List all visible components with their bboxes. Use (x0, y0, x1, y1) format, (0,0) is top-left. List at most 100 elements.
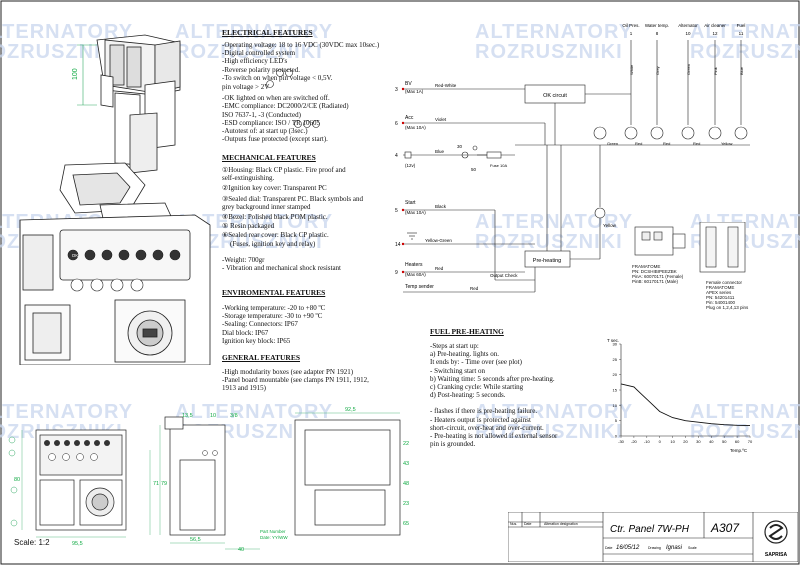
plot-y-tick-label: 10 (613, 403, 618, 408)
dim-top-c: 3/8 (230, 413, 238, 419)
sensor-name-alternator: Alternator (678, 23, 698, 28)
wire-color-temp-sender: Red (470, 286, 479, 291)
dim-100: 100 (72, 68, 79, 80)
input-sub-acc: (Max 10A) (405, 125, 426, 130)
electrical-line: -Digital controlled system (222, 49, 296, 58)
preheating-list: -Steps at start up: a) Pre-heating. ligh… (430, 342, 557, 448)
plot-x-tick-label: 0 (659, 439, 662, 444)
connector-right-specs: Female connector FRAMATOME APEX series P… (706, 280, 748, 310)
dim-side-depth: 56,5 (190, 537, 201, 543)
mechanical-line: self-extinguishing. (222, 174, 275, 183)
panel-isometric-view: OK 100 (19, 34, 211, 365)
drawing-date: 16/05/12 (616, 545, 640, 551)
mechanical-line: grey background inner stamped (222, 202, 311, 211)
sensor-pin-air: 12 (712, 31, 718, 36)
electrical-line: pin voltage > 2V (222, 83, 270, 92)
rev-header-alteration: Alteration designation (544, 522, 578, 526)
wire-color-start: Black (435, 204, 447, 209)
plot-y-tick-label: 0 (615, 434, 618, 439)
preheating-line (430, 399, 557, 407)
sensor-pin-oil: 1 (630, 31, 633, 36)
electrical-line: -Reverse polarity protected. (222, 65, 300, 74)
sensor-lamp-air: Red (693, 141, 700, 146)
mechanical-line: ④Bezel: Polished black POM plastic. (222, 213, 328, 222)
wire-color-ground: Yellow-Green (425, 238, 452, 243)
title-block: Nus. Date Alteration designation Ctr. Pa… (508, 512, 798, 562)
input-pin-start: 5 (395, 208, 398, 214)
oil-icon (276, 69, 284, 77)
connector-spec: PN: DCSHIBIPEEZBK (632, 269, 677, 274)
dim-width: 95,5 (72, 541, 83, 547)
input-name-start: Start (405, 200, 416, 206)
plot-x-tick-label: 60 (735, 439, 740, 444)
date-field-label: Date (605, 546, 612, 550)
input-pin-bv: 3 (395, 87, 398, 93)
yellow-lamp-label: Yellow (603, 223, 617, 228)
connector-spec: FRAMATOME (632, 264, 661, 269)
preheating-box-label: Pre-heating (533, 258, 561, 264)
drawn-by: Ignasi (666, 545, 683, 551)
drawing-field-label: Drawing (648, 546, 661, 550)
environmental-line: Dial block: IP67 (222, 328, 269, 337)
sensor-wire-water: Grey (655, 66, 660, 75)
plot-y-tick-label: 15 (613, 388, 618, 393)
glow-plug-icon (266, 80, 274, 88)
connector-spec: Plug on 1,2,4,13 pins (706, 305, 749, 310)
mechanical-line: ①Housing: Black CP plastic. Fire proof a… (222, 166, 346, 174)
general-list: -High modularity boxes (see adapter PN 1… (222, 368, 369, 393)
plot-x-tick-label: 30 (696, 439, 701, 444)
sensor-name-air: Air cleaner (704, 23, 726, 28)
electrical-line: -Outputs fuse protected (except start). (222, 135, 328, 144)
output-check-label: Output Check (490, 273, 518, 278)
connector-spec: PN: 54201411 (706, 295, 735, 300)
general-line: -Panel board mountable (see clamps PN 19… (222, 376, 369, 385)
date-code-label: Date: YY/WW (260, 535, 288, 540)
battery-icon (294, 120, 302, 128)
wire-color-bv: Red-White (435, 83, 457, 88)
general-title: GENERAL FEATURES (222, 353, 301, 362)
plot-series-line (620, 383, 751, 427)
fuse-label: Fuse 10A (490, 163, 507, 168)
connectors-graphic (634, 222, 746, 273)
input-name-heaters: Heaters (405, 262, 423, 268)
general-line: -High modularity boxes (see adapter PN 1… (222, 368, 354, 376)
input-name-battery: (12v) (405, 163, 416, 168)
mechanical-line: - Vibration and mechanical shock resista… (222, 264, 341, 273)
input-pin-ground: 14 (395, 242, 401, 248)
mechanical-line (222, 248, 363, 256)
plot-y-tick-label: 30 (613, 342, 618, 347)
mechanical-line: ③Sealed dial: Transparent PC. Black symb… (222, 194, 364, 203)
connector-spec: Pin: 54001400 (706, 300, 736, 305)
environmental-line: -Sealing: Connectors: IP67 (222, 320, 298, 329)
sensor-lamp-oil: Green (607, 141, 618, 146)
electrical-line: -EMC compliance: DC2000/2/CE (Radiated) (222, 102, 349, 111)
mechanical-title: MECHANICAL FEATURES (222, 153, 316, 162)
wiring-diagram: OK circuit Pre-heating Output Check Fuse… (395, 23, 750, 293)
plot-x-tick-label: 40 (709, 439, 714, 444)
connector-spec: Female connector (706, 280, 743, 285)
connector-spec: APEX series (706, 290, 732, 295)
electrical-title: ELECTRICAL FEATURES (222, 28, 313, 37)
ok-circuit-label: OK circuit (543, 93, 567, 99)
dim-rear-e: 65 (403, 521, 409, 527)
svg-text:OK: OK (72, 253, 79, 258)
environmental-list: -Working temperature: -20 to +80 ºC -Sto… (222, 304, 325, 345)
input-pin-heaters: 9 (395, 270, 398, 276)
preheating-line: - Pre-heating is not allowed if external… (430, 432, 558, 441)
preheating-line: d) Post-heating: 5 seconds. (430, 391, 506, 400)
dim-height: 80 (14, 477, 20, 483)
dim-top-b: 10 (210, 413, 216, 419)
preheating-line: It ends by: - Time over (see plot) (430, 358, 522, 367)
fuel-icon (312, 120, 320, 128)
electrical-line: -Operating voltage: 18 to 16 VDC (30VDC … (222, 41, 380, 49)
preheating-line: c) Cranking cycle: While starting (430, 383, 524, 392)
plot-x-tick-label: 10 (670, 439, 675, 444)
plot-y-tick-label: 5 (615, 418, 618, 423)
electrical-list: -Operating voltage: 18 to 16 VDC (30VDC … (222, 41, 379, 143)
